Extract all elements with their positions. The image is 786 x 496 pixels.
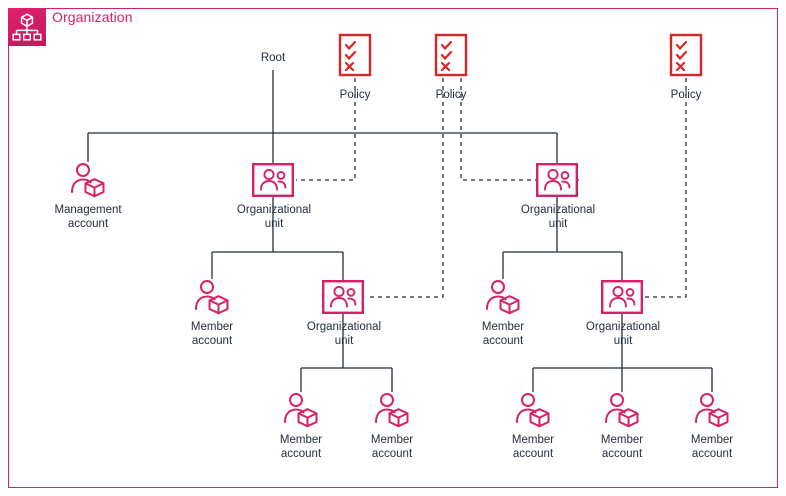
page-title: Organization (52, 9, 133, 25)
account-user-cube-icon (695, 393, 729, 428)
organizational-unit-group-icon (536, 163, 578, 198)
account-user-cube-icon (195, 280, 229, 315)
organizational-unit-group-icon (322, 280, 364, 315)
member-account-node-a1a[interactable] (279, 391, 323, 436)
policy-checklist-icon (669, 33, 703, 77)
policy-node-1[interactable] (334, 33, 376, 90)
account-user-cube-icon (71, 163, 105, 198)
policy-label-1: Policy (339, 89, 371, 101)
organizational-unit-node-a[interactable] (252, 163, 294, 202)
member-account-node-b1c[interactable] (690, 391, 734, 436)
policy-node-3[interactable] (665, 33, 707, 90)
edge-policy-2-ou-a1 (366, 70, 444, 298)
account-user-cube-icon (486, 280, 520, 315)
edge-policy-3-ou-b1 (645, 70, 687, 298)
account-user-cube-icon (284, 393, 318, 428)
policy-checklist-icon (338, 33, 372, 77)
root-label: Root (260, 52, 286, 64)
member-account-node-a1[interactable] (190, 278, 234, 323)
organization-icon (8, 8, 46, 46)
account-user-cube-icon (375, 393, 409, 428)
organizational-unit-group-icon (252, 163, 294, 198)
organizational-unit-node-b[interactable] (536, 163, 578, 202)
member-account-node-a1b[interactable] (370, 391, 414, 436)
management-account-node[interactable] (66, 161, 110, 206)
policy-label-3: Policy (670, 89, 702, 101)
member-account-node-b1b[interactable] (600, 391, 644, 436)
organizational-unit-node-b1[interactable] (601, 280, 643, 319)
member-account-node-b1a[interactable] (511, 391, 555, 436)
policy-node-2[interactable] (430, 33, 472, 90)
policy-checklist-icon (434, 33, 468, 77)
organizational-unit-node-a1[interactable] (322, 280, 364, 319)
organizational-unit-group-icon (601, 280, 643, 315)
member-account-node-b1[interactable] (481, 278, 525, 323)
organization-boundary (8, 8, 778, 488)
account-user-cube-icon (516, 393, 550, 428)
organization-cube-tree-icon (12, 13, 42, 41)
policy-label-2: Policy (435, 89, 467, 101)
account-user-cube-icon (605, 393, 639, 428)
